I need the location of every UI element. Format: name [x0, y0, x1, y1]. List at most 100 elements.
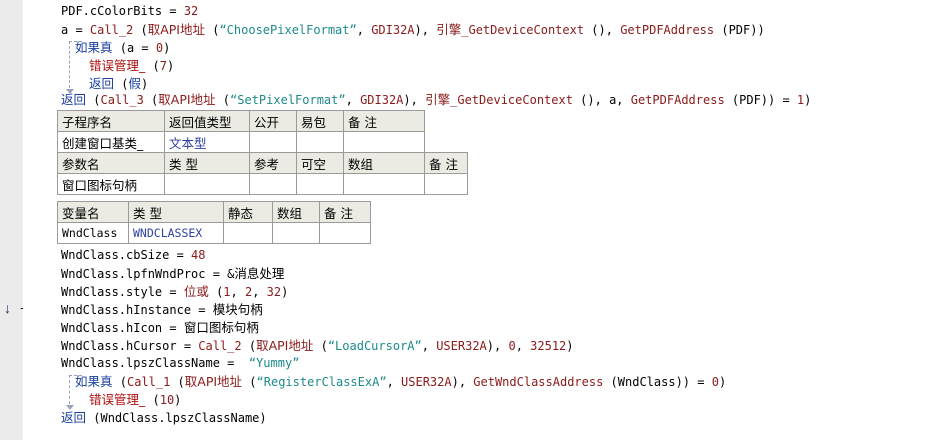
line-wndclass-hcursor-token-3: 取API地址	[256, 338, 314, 353]
line-if-registerclassexa-token-0: 如果真	[75, 374, 113, 389]
line-wndclass-lpfnwndproc[interactable]: WndClass.lpfnWndProc = &消息处理	[61, 264, 284, 283]
header-cell-0[interactable]: 子程序名	[57, 110, 165, 132]
table-row: 创建窗口基类_文本型	[57, 131, 468, 153]
line-error-manage-10-token-0: 错误管理_	[89, 392, 146, 407]
line-return-setpixelformat-token-14: (PDF)) =	[724, 93, 797, 107]
editor-gutter[interactable]	[0, 0, 23, 440]
down-arrow-icon[interactable]: ↓	[4, 300, 11, 316]
header-cell-3[interactable]: 可空	[296, 152, 344, 174]
data-cell-4[interactable]	[343, 173, 425, 195]
header-cell-5[interactable]: 备 注	[424, 152, 468, 174]
line-error-manage-7-token-0: 错误管理_	[89, 58, 146, 73]
data-cell-4[interactable]	[343, 131, 425, 153]
header-cell-3[interactable]: 易包	[296, 110, 344, 132]
header-cell-0[interactable]: 参数名	[57, 152, 165, 174]
line-return-classname[interactable]: 返回 (WndClass.lpszClassName)	[61, 408, 267, 427]
line-error-manage-7[interactable]: 错误管理_ (7)	[89, 56, 174, 75]
line-a-choosepixelformat[interactable]: a = Call_2 (取API地址 (“ChoosePixelFormat”,…	[61, 20, 765, 39]
header-cell-1[interactable]: 类 型	[128, 201, 224, 223]
line-wndclass-style-token-2: (	[208, 285, 224, 299]
line-error-manage-10-token-2: 10	[159, 393, 175, 407]
line-if-registerclassexa[interactable]: 如果真 (Call_1 (取API地址 (“RegisterClassExA”,…	[75, 372, 726, 391]
line-wndclass-style-token-0: WndClass.style =	[61, 285, 184, 299]
line-a-choosepixelformat-token-3: 取API地址	[147, 22, 205, 37]
data-cell-3[interactable]	[272, 222, 320, 244]
line-if-a-equals-0-token-1: (a =	[112, 41, 156, 55]
data-cell-2[interactable]	[249, 131, 297, 153]
data-cell-5[interactable]	[424, 173, 468, 195]
header-cell-3[interactable]: 数组	[272, 201, 320, 223]
header-cell-4[interactable]: 数组	[343, 152, 425, 174]
line-wndclass-style[interactable]: WndClass.style = 位或 (1, 2, 32)	[61, 282, 288, 301]
line-wndclass-style-token-5: 2	[244, 285, 253, 299]
header-cell-0[interactable]: 变量名	[57, 201, 129, 223]
line-error-manage-7-token-2: 7	[159, 59, 167, 73]
line-return-setpixelformat[interactable]: 返回 (Call_3 (取API地址 (“SetPixelFormat”, GD…	[61, 90, 811, 109]
line-a-choosepixelformat-token-12: GetPDFAddress	[620, 23, 715, 37]
data-cell-4[interactable]	[319, 222, 371, 244]
line-wndclass-lpszclassname-token-0: WndClass.lpszClassName =	[61, 356, 242, 370]
line-wndclass-style-token-8: )	[281, 285, 289, 299]
subprogram-definition-table[interactable]: 子程序名返回值类型公开易包备 注创建窗口基类_文本型参数名类 型参考可空数组备 …	[57, 110, 468, 195]
line-wndclass-hicon[interactable]: WndClass.hIcon = 窗口图标句柄	[61, 318, 259, 337]
header-cell-2[interactable]: 参考	[249, 152, 297, 174]
data-cell-0[interactable]: WndClass	[57, 222, 129, 244]
data-cell-2[interactable]	[223, 222, 273, 244]
table-row: 参数名类 型参考可空数组备 注	[57, 152, 468, 174]
data-cell-0[interactable]: 窗口图标句柄	[57, 173, 165, 195]
header-cell-4[interactable]: 备 注	[343, 110, 425, 132]
line-wndclass-hcursor-token-7: USER32A	[436, 339, 487, 353]
line-return-setpixelformat-token-1: (	[86, 93, 101, 107]
header-cell-4[interactable]: 备 注	[319, 201, 371, 223]
line-error-manage-7-token-1: (	[145, 59, 160, 73]
line-error-manage-10-token-3: )	[174, 393, 182, 407]
line-if-registerclassexa-token-10: GetWndClassAddress	[473, 375, 604, 389]
line-error-manage-10[interactable]: 错误管理_ (10)	[89, 390, 181, 409]
line-error-manage-10-token-1: (	[145, 393, 160, 407]
line-a-choosepixelformat-token-6: ,	[356, 23, 372, 37]
if-block-bracket-bottom-b-vert	[69, 375, 70, 404]
line-wndclass-lpszclassname[interactable]: WndClass.lpszClassName = “Yummy”	[61, 354, 299, 373]
line-if-registerclassexa-token-4: 取API地址	[184, 374, 243, 389]
line-return-setpixelformat-token-3: (	[143, 93, 159, 107]
data-cell-2[interactable]	[249, 173, 297, 195]
line-if-a-equals-0-token-2: 0	[155, 41, 164, 55]
line-wndclass-cbsize[interactable]: WndClass.cbSize = 48	[61, 246, 206, 265]
line-wndclass-cbsize-token-0: WndClass.cbSize =	[61, 248, 192, 262]
line-return-setpixelformat-token-5: (	[215, 93, 231, 107]
line-pdf-colorbits[interactable]: PDF.cColorBits = 32	[61, 2, 198, 21]
data-cell-3[interactable]	[296, 131, 344, 153]
line-return-false-token-1: (	[114, 77, 129, 91]
line-wndclass-lpszclassname-token-1: “Yummy”	[241, 356, 300, 370]
line-wndclass-hicon-token-0: WndClass.hIcon =	[61, 321, 184, 335]
line-if-registerclassexa-token-8: USER32A	[401, 375, 452, 389]
line-a-choosepixelformat-token-13: (PDF))	[714, 23, 765, 37]
line-if-a-equals-0[interactable]: 如果真 (a = 0)	[75, 38, 170, 57]
line-wndclass-style-token-1: 位或	[183, 284, 209, 299]
line-wndclass-hcursor-token-1: Call_2	[198, 339, 242, 353]
line-return-setpixelformat-token-4: 取API地址	[158, 92, 216, 107]
header-cell-2[interactable]: 静态	[223, 201, 273, 223]
line-return-setpixelformat-token-0: 返回	[61, 92, 87, 107]
header-cell-2[interactable]: 公开	[249, 110, 297, 132]
line-wndclass-hinstance-token-1: 模块句柄	[212, 302, 263, 317]
line-error-manage-7-token-3: )	[166, 59, 175, 73]
line-if-registerclassexa-token-12: 0	[711, 375, 719, 389]
line-wndclass-lpfnwndproc-token-2: 消息处理	[234, 266, 285, 281]
data-cell-1[interactable]: WNDCLASSEX	[128, 222, 224, 244]
line-return-false[interactable]: 返回 (假)	[89, 74, 148, 93]
line-if-registerclassexa-token-3: (	[170, 375, 185, 389]
data-cell-1[interactable]	[164, 173, 250, 195]
line-wndclass-hcursor[interactable]: WndClass.hCursor = Call_2 (取API地址 (“Load…	[61, 336, 574, 355]
line-wndclass-hcursor-token-0: WndClass.hCursor =	[61, 339, 199, 353]
data-cell-0[interactable]: 创建窗口基类_	[57, 131, 165, 153]
line-wndclass-hinstance[interactable]: WndClass.hInstance = 模块句柄	[61, 300, 263, 319]
header-cell-1[interactable]: 返回值类型	[164, 110, 250, 132]
line-return-setpixelformat-token-13: GetPDFAddress	[630, 93, 725, 107]
line-return-setpixelformat-token-9: ),	[403, 93, 426, 107]
data-cell-1[interactable]: 文本型	[164, 131, 250, 153]
header-cell-1[interactable]: 类 型	[164, 152, 250, 174]
data-cell-3[interactable]	[296, 173, 344, 195]
